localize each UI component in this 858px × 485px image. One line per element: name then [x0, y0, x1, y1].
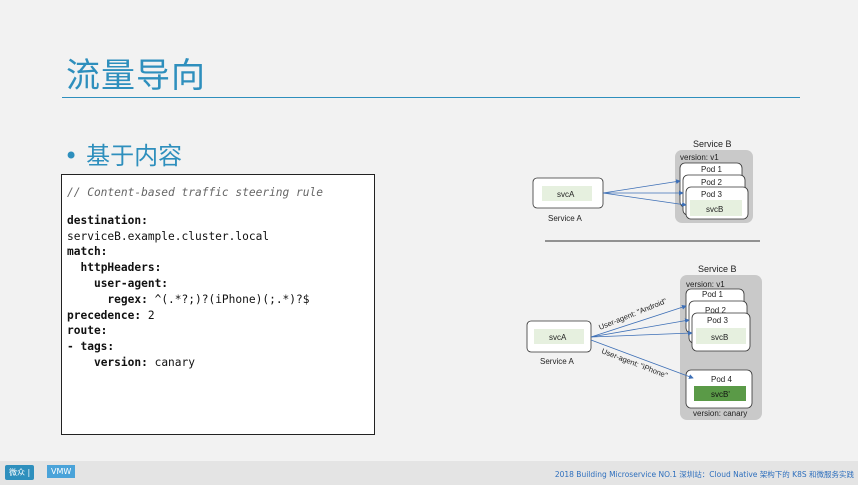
code-line-destination: destination:: [67, 213, 374, 229]
android-edge-label: User-agent: "Android": [597, 296, 668, 332]
code-value: ^(.*?;)?(iPhone)(;.*)?$: [147, 292, 310, 306]
bottom-service-b-label: Service B: [698, 264, 737, 274]
bottom-svca-inner: [534, 329, 584, 344]
code-value: 2: [141, 308, 155, 322]
code-line-useragent: user-agent:: [67, 276, 374, 292]
bottom-svcb-label: svcB: [711, 333, 728, 342]
bottom-arrow-pod1: [590, 304, 687, 338]
top-version-label: version: v1: [680, 153, 719, 162]
top-svcb-box: [690, 200, 742, 216]
bottom-pod-4-label: Pod 4: [711, 375, 732, 384]
code-key: httpHeaders:: [80, 261, 162, 275]
top-arrow-pod3: [602, 192, 687, 207]
code-line-regex: regex: ^(.*?;)?(iPhone)(;.*)?$: [67, 292, 374, 308]
code-line-destination-value: serviceB.example.cluster.local: [67, 229, 374, 245]
footer-text: 2018 Building Microservice NO.1 深圳站：Clou…: [554, 470, 854, 479]
bullet-text: 基于内容: [86, 142, 183, 170]
top-svcb-label: svcB: [706, 205, 723, 214]
bottom-arrow-pod2: [590, 318, 690, 338]
code-line-httpheaders: httpHeaders:: [67, 260, 374, 276]
bottom-pod-2-label: Pod 2: [705, 306, 726, 315]
top-pod-1-label: Pod 1: [701, 165, 722, 174]
code-line-route: route:: [67, 323, 374, 339]
bottom-canary-label: version: canary: [693, 409, 747, 418]
code-snippet: // Content-based traffic steering rule d…: [61, 174, 375, 435]
bottom-version-label: version: v1: [686, 280, 725, 289]
bottom-svcb-box: [696, 328, 746, 344]
code-key: destination:: [67, 213, 148, 227]
code-value: serviceB.example.cluster.local: [67, 229, 270, 243]
code-key: route:: [67, 324, 108, 338]
code-key: version:: [93, 355, 148, 369]
title-divider: [62, 97, 800, 98]
top-pod-2-label: Pod 2: [701, 178, 722, 187]
code-line-version: version: canary: [67, 355, 374, 371]
slide-title: 流量导向: [66, 56, 206, 96]
code-key: - tags:: [67, 340, 115, 354]
bottom-svca-label: svcA: [549, 333, 567, 342]
code-value: canary: [147, 355, 195, 369]
footer-bar: [0, 461, 858, 485]
code-key: regex:: [107, 292, 148, 306]
top-svca-inner: [542, 186, 592, 201]
code-line-precedence: precedence: 2: [67, 308, 374, 324]
top-arrow-pod1: [602, 179, 681, 194]
code-comment: // Content-based traffic steering rule: [67, 186, 323, 199]
bottom-arrow-pod3: [590, 330, 693, 338]
code-line-tags: - tags:: [67, 339, 374, 355]
code-key: user-agent:: [93, 276, 169, 290]
bottom-svcb-prime-box: [694, 386, 746, 401]
bottom-arrow-pod4: [590, 339, 694, 379]
code-line-match: match:: [67, 244, 374, 260]
footer-sponsor-logo: VMW: [47, 465, 76, 478]
top-svca-label: svcA: [557, 190, 575, 199]
bottom-svcb-prime-label: svcB': [711, 390, 730, 399]
code-key: match:: [67, 245, 108, 259]
bullet-item: •基于内容: [64, 136, 182, 171]
bottom-pod-3-label: Pod 3: [707, 316, 728, 325]
top-service-b-label: Service B: [693, 139, 732, 149]
code-key: precedence:: [67, 308, 142, 322]
iphone-edge-label: User-agent: "iPhone": [600, 346, 669, 380]
footer-logo: 微众 |: [5, 465, 35, 480]
bottom-service-a-label: Service A: [540, 357, 574, 366]
bullet-dot: •: [64, 142, 79, 170]
top-pod-3-label: Pod 3: [701, 190, 722, 199]
bottom-pod-1-label: Pod 1: [702, 290, 723, 299]
top-service-a-label: Service A: [548, 214, 582, 223]
